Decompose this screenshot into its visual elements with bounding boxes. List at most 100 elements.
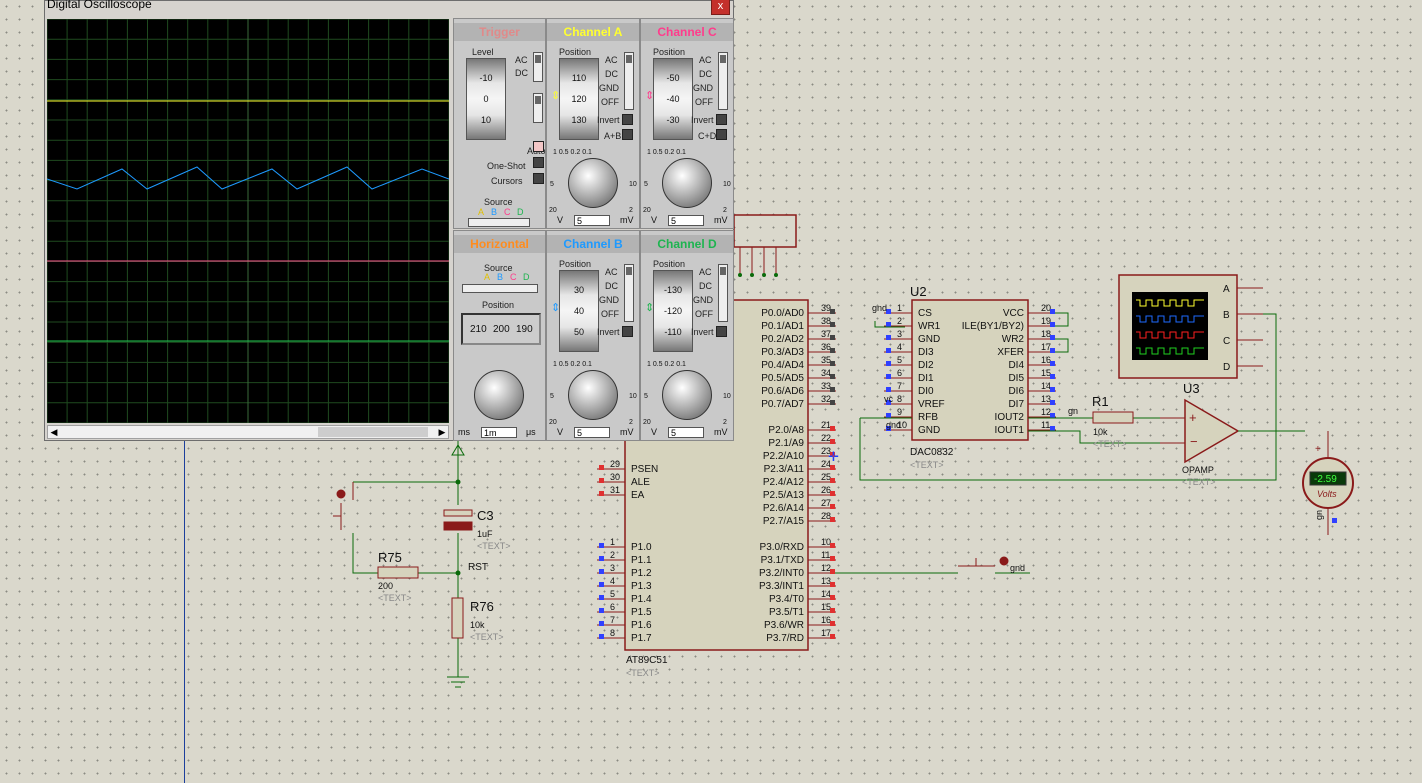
- channel-c-mode-switch[interactable]: [718, 52, 728, 110]
- horizontal-source-slider[interactable]: [462, 284, 538, 293]
- scope-traces: [46, 18, 450, 424]
- r1-body[interactable]: [1092, 411, 1134, 424]
- mcu-p0-pin-name: P0.2/AD2: [761, 334, 804, 345]
- mcu-ctrl-pin-marker: [599, 491, 604, 496]
- dac-right-pin-number: 17: [1041, 342, 1051, 352]
- dac-right-pin-name: DI5: [1008, 373, 1024, 384]
- channel-b-mode-switch[interactable]: [624, 264, 634, 322]
- channel-d-value[interactable]: 5: [668, 427, 704, 438]
- opamp-ref: U3: [1183, 381, 1200, 396]
- channel-d-unit-right: mV: [714, 427, 728, 437]
- channel-b-position-drum[interactable]: 30 40 50: [559, 270, 599, 352]
- dac-left-pin-number: 5: [897, 355, 902, 365]
- trigger-ac: AC: [515, 55, 528, 65]
- channel-c-position-drum[interactable]: -50 -40 -30: [653, 58, 693, 140]
- trace-b: [46, 166, 450, 190]
- mcu-p1-pin-name: P1.1: [631, 555, 652, 566]
- channel-c-volts-knob[interactable]: [662, 158, 712, 208]
- trigger-cursors-button[interactable]: [533, 173, 544, 184]
- trigger-auto-button[interactable]: [533, 141, 544, 152]
- opamp-body[interactable]: [1184, 398, 1240, 464]
- mcu-p1-pin-marker: [599, 608, 604, 613]
- h-src-c: C: [510, 272, 517, 282]
- dac-right-pin-marker: [1050, 348, 1055, 353]
- mcu-p3-pin-name: P3.5/T1: [769, 607, 804, 618]
- dac-right-pin-number: 20: [1041, 303, 1051, 313]
- scroll-right-icon[interactable]: ▶: [438, 427, 446, 437]
- channel-a-volts-knob[interactable]: [568, 158, 618, 208]
- mcu-p1-pin-marker: [599, 595, 604, 600]
- r75-body[interactable]: [377, 566, 419, 579]
- channel-a-value[interactable]: 5: [574, 215, 610, 226]
- mcu-p3-pin-marker: [830, 569, 835, 574]
- channel-b-invert-label: Invert: [597, 327, 620, 337]
- dac-left-pin-name: GND: [918, 425, 940, 436]
- channel-c-value[interactable]: 5: [668, 215, 704, 226]
- trigger-source-slider[interactable]: [468, 218, 530, 227]
- scroll-left-icon[interactable]: ◀: [50, 427, 58, 437]
- channel-b-value[interactable]: 5: [574, 427, 610, 438]
- channel-d-position-label: Position: [653, 259, 686, 269]
- dac-right-pin-number: 12: [1041, 407, 1051, 417]
- channel-a-mode-switch[interactable]: [624, 52, 634, 110]
- close-button[interactable]: x: [711, 0, 730, 15]
- dac-left-pin-name: DI2: [918, 360, 934, 371]
- horizontal-timebase-knob[interactable]: [474, 370, 524, 420]
- trigger-level-drum[interactable]: -10 0 10: [466, 58, 506, 140]
- mcu-p1-pin-number: 4: [610, 576, 615, 586]
- h-src-b: B: [497, 272, 504, 282]
- dac-right-pin-number: 15: [1041, 368, 1051, 378]
- channel-d-arrow-icon: ⇕: [645, 302, 655, 314]
- mcu-p1-pin-marker: [599, 569, 604, 574]
- mcu-ctrl-pin-marker: [599, 465, 604, 470]
- c3-plate-top[interactable]: [443, 509, 473, 517]
- channel-c-sum-button[interactable]: [716, 129, 727, 140]
- channel-c-sum-label: C+D: [698, 131, 717, 141]
- bus-block: [733, 214, 797, 248]
- h-src-d: D: [523, 272, 530, 282]
- trigger-coupling-switch[interactable]: [533, 52, 543, 82]
- channel-d-position-drum[interactable]: -130 -120 -110: [653, 270, 693, 352]
- mcu-p3-pin-marker: [830, 543, 835, 548]
- channel-b-volts-knob[interactable]: [568, 370, 618, 420]
- dac-left-pin-name: RFB: [918, 412, 938, 423]
- horizontal-scrollbar[interactable]: ◀ ▶: [47, 425, 449, 439]
- channel-c-panel: Channel C Position -50 -40 -30 ⇕ AC DC G…: [640, 18, 734, 229]
- channel-b-invert-button[interactable]: [622, 326, 633, 337]
- trigger-src-b: B: [491, 207, 498, 217]
- reset-button[interactable]: [333, 482, 354, 533]
- rst-label: RST: [468, 562, 488, 573]
- r76-body[interactable]: [451, 597, 464, 639]
- mcu-ctrl-pin-name: EA: [631, 490, 645, 501]
- trigger-oneshot-button[interactable]: [533, 157, 544, 168]
- mcu-p3-pin-number: 11: [821, 550, 830, 560]
- dac-right-pin-marker: [1050, 426, 1055, 431]
- channel-c-arrow-icon: ⇕: [645, 90, 655, 102]
- oscilloscope-window[interactable]: Digital Oscilloscope x ◀ ▶ Trigger Level…: [44, 0, 734, 441]
- channel-a-unit-left: V: [557, 215, 564, 225]
- horizontal-position-drum[interactable]: 210 200 190: [461, 313, 541, 345]
- mcu-p1-pin-name: P1.3: [631, 581, 652, 592]
- channel-d-invert-button[interactable]: [716, 326, 727, 337]
- scroll-thumb[interactable]: [318, 427, 428, 437]
- dac-net-gnd2: gnd: [886, 420, 901, 430]
- dac-left-pin-number: 4: [897, 342, 902, 352]
- mcu-p0-pin-marker: [830, 374, 835, 379]
- channel-a-invert-button[interactable]: [622, 114, 633, 125]
- int0-button[interactable]: [958, 556, 1009, 567]
- channel-d-volts-knob[interactable]: [662, 370, 712, 420]
- r76-value: 10k: [470, 620, 485, 630]
- channel-a-position-drum[interactable]: 110 120 130: [559, 58, 599, 140]
- channel-d-mode-switch[interactable]: [718, 264, 728, 322]
- trigger-src-d: D: [517, 207, 524, 217]
- channel-a-sum-button[interactable]: [622, 129, 633, 140]
- horizontal-value[interactable]: 1m: [481, 427, 517, 438]
- dac-body[interactable]: [911, 299, 1029, 441]
- mcu-p2-pin-name: P2.7/A15: [763, 516, 805, 527]
- trigger-edge-switch[interactable]: [533, 93, 543, 123]
- channel-c-invert-button[interactable]: [716, 114, 727, 125]
- dac-ref: U2: [910, 284, 927, 299]
